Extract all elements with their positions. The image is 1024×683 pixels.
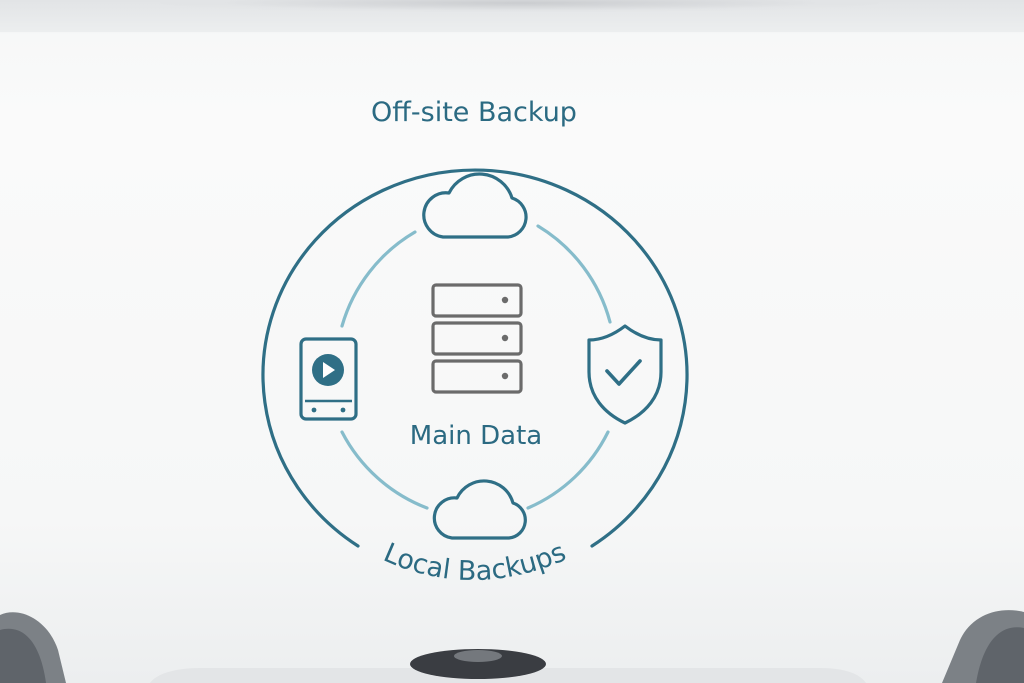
shield-check-icon bbox=[587, 324, 663, 425]
shield-icon bbox=[587, 324, 663, 425]
cloud-icon bbox=[422, 172, 528, 239]
local-backups-text: Local Backups bbox=[379, 537, 570, 587]
outer-ring bbox=[261, 168, 689, 548]
server-unit-top bbox=[431, 283, 523, 318]
server-led bbox=[501, 372, 509, 380]
inner-ring-top-right bbox=[536, 224, 612, 324]
server-unit-middle bbox=[431, 321, 523, 356]
chair-left-shadow bbox=[0, 628, 46, 683]
inner-ring-top-left bbox=[340, 230, 417, 328]
ceiling-light bbox=[160, 0, 880, 12]
hard-drive-body bbox=[299, 337, 358, 421]
conference-room-foreground bbox=[0, 610, 1024, 683]
inner-ring bbox=[340, 224, 612, 510]
conference-speaker-top bbox=[454, 650, 502, 662]
server-unit-bottom bbox=[431, 359, 523, 394]
local-backups-label: Local Backups bbox=[379, 537, 570, 587]
main-data-label: Main Data bbox=[410, 421, 542, 451]
hard-drive-dot bbox=[311, 407, 317, 413]
server-led bbox=[501, 296, 509, 304]
offsite-backup-label: Off-site Backup bbox=[371, 97, 577, 128]
conference-speaker bbox=[410, 649, 546, 679]
server-icon bbox=[431, 283, 523, 394]
server-led-group bbox=[501, 296, 509, 380]
check-icon bbox=[605, 359, 642, 386]
server-led bbox=[501, 334, 509, 342]
inner-ring-bottom-left bbox=[340, 430, 429, 510]
inner-ring-bottom-right bbox=[526, 430, 610, 510]
hard-drive-icon bbox=[299, 337, 358, 421]
chair-right-shadow bbox=[976, 627, 1024, 683]
play-icon bbox=[323, 362, 335, 378]
local-cloud-icon bbox=[432, 479, 527, 540]
hard-drive-dot bbox=[340, 407, 346, 413]
